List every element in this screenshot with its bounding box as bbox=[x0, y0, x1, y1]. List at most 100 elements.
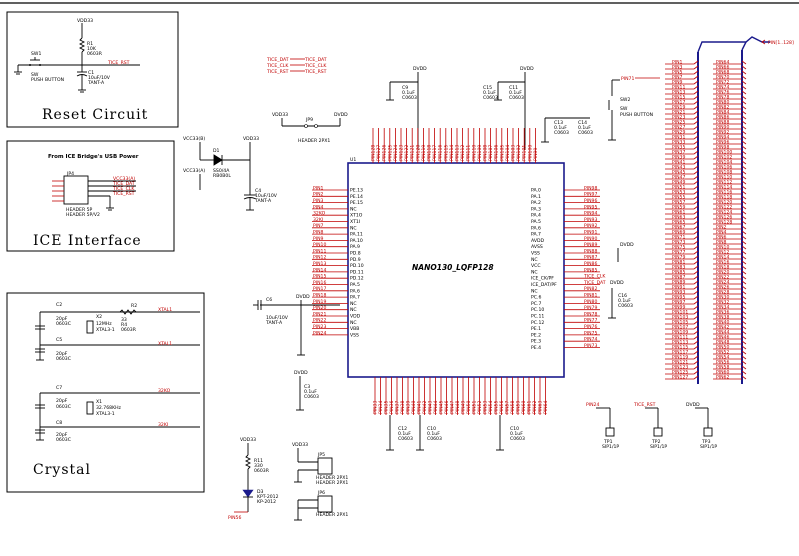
ice-power-path: VCC33(B) VCC33(A) VDD33 D1 SS0/4A RB0B0L… bbox=[183, 136, 278, 211]
conn-right-tap bbox=[741, 350, 747, 355]
conn-right-tap bbox=[741, 355, 747, 360]
chip-name: NANO130_LQFP128 bbox=[412, 263, 494, 272]
conn-left-net: PIN29 bbox=[672, 129, 685, 135]
right-pin-label: ICE_CK/PF bbox=[531, 276, 554, 282]
svg-text:SS0/4A: SS0/4A bbox=[213, 168, 230, 174]
conn-right-tap bbox=[741, 335, 747, 340]
left-pin-net: PIN8 bbox=[313, 230, 324, 236]
svg-text:PUSH BUTTON: PUSH BUTTON bbox=[31, 77, 64, 83]
svg-text:U1: U1 bbox=[350, 157, 356, 163]
left-pin-label: NC bbox=[350, 301, 357, 307]
svg-text:PIN24: PIN24 bbox=[586, 402, 599, 408]
top-pin-net: PIN121 bbox=[410, 145, 416, 161]
svg-text:12MHz: 12MHz bbox=[96, 321, 112, 327]
right-pin-label: PA.7 bbox=[531, 232, 541, 238]
conn-right-net: PIN24 bbox=[716, 279, 729, 285]
svg-text:R11: R11 bbox=[254, 458, 263, 464]
conn-left-tap bbox=[693, 260, 699, 265]
svg-text:DVDD: DVDD bbox=[294, 370, 308, 376]
top-pin-net: PIN110 bbox=[471, 145, 477, 161]
svg-text:VCC33(B): VCC33(B) bbox=[183, 136, 205, 142]
left-pin-net: PIN16 bbox=[313, 280, 326, 286]
left-pin-label: VDD bbox=[350, 314, 361, 320]
conn-left-tap bbox=[693, 225, 699, 230]
svg-text:TICE_RST: TICE_RST bbox=[266, 69, 289, 75]
svg-text:C10: C10 bbox=[510, 426, 519, 432]
conn-right-tap bbox=[741, 175, 747, 180]
conn-left-tap bbox=[693, 245, 699, 250]
conn-right-net: PIN88 bbox=[716, 119, 729, 125]
conn-left-tap bbox=[693, 285, 699, 290]
svg-text:C0603: C0603 bbox=[554, 130, 569, 136]
right-pin-net: PIN96 bbox=[584, 198, 597, 204]
bottom-pin-net: PIN48 bbox=[455, 401, 461, 414]
svg-text:TICE_RST: TICE_RST bbox=[304, 69, 327, 75]
svg-text:TP1: TP1 bbox=[603, 439, 613, 445]
svg-text:XTAL1: XTAL1 bbox=[158, 307, 172, 313]
conn-left-tap bbox=[693, 145, 699, 150]
conn-left-tap bbox=[693, 150, 699, 155]
conn-right-net: PIN10 bbox=[716, 244, 729, 250]
svg-text:TANT-A: TANT-A bbox=[265, 320, 283, 326]
right-pin-net: TICE_DAT bbox=[583, 280, 606, 286]
svg-text:0.1uF: 0.1uF bbox=[402, 90, 415, 96]
left-pin-label: PD.10 bbox=[350, 263, 364, 269]
conn-left-tap bbox=[693, 330, 699, 335]
top-pin-net: PIN116 bbox=[438, 145, 444, 161]
conn-right-tap bbox=[741, 345, 747, 350]
left-pin-label: PA.6 bbox=[350, 288, 360, 294]
right-pin-net: PIN90 bbox=[584, 236, 597, 242]
conn-right-tap bbox=[741, 330, 747, 335]
svg-text:JP5: JP5 bbox=[317, 452, 325, 458]
conn-left-tap bbox=[693, 295, 699, 300]
conn-left-tap bbox=[693, 370, 699, 375]
right-pin-label: PA.4 bbox=[531, 213, 541, 219]
svg-text:DVDD: DVDD bbox=[520, 66, 534, 72]
conn-right-net: PIN60 bbox=[716, 369, 729, 375]
nano130-chip: U1 NANO130_LQFP128 bbox=[347, 157, 565, 378]
conn-left-net: PIN39 bbox=[672, 154, 685, 160]
left-pin-label: XT1I bbox=[350, 219, 360, 225]
conn-right-tap bbox=[741, 300, 747, 305]
conn-left-tap bbox=[693, 300, 699, 305]
conn-right-tap bbox=[741, 100, 747, 105]
svg-text:VDD33: VDD33 bbox=[292, 442, 308, 448]
conn-right-net: PIN48 bbox=[716, 339, 729, 345]
conn-right-net: PIN68 bbox=[716, 69, 729, 75]
left-pin-label: PA.7 bbox=[350, 295, 360, 301]
conn-right-net: PIN28 bbox=[716, 289, 729, 295]
conn-left-tap bbox=[693, 165, 699, 170]
conn-left-net: PIN99 bbox=[672, 304, 685, 310]
svg-text:330: 330 bbox=[254, 463, 263, 469]
conn-right-net: PIN6 bbox=[716, 234, 727, 240]
svg-text:10uF/10V: 10uF/10V bbox=[266, 315, 289, 321]
conn-left-net: PIN127 bbox=[672, 374, 688, 380]
svg-text:0603R: 0603R bbox=[254, 468, 270, 474]
conn-left-tap bbox=[693, 365, 699, 370]
top-decoupling-caps: DVDD DVDD C9 0.1uF C0603 C15 0.1uF C0603… bbox=[386, 66, 593, 150]
left-pin-label: PA.10 bbox=[350, 238, 363, 244]
right-pin-net: PIN98 bbox=[584, 185, 597, 191]
conn-right-net: PIN58 bbox=[716, 364, 729, 370]
bottom-pin-net: PIN55 bbox=[494, 401, 500, 414]
conn-left-net: PIN9 bbox=[672, 79, 683, 85]
conn-right-net: PIN40 bbox=[716, 319, 729, 325]
conn-left-net: PIN13 bbox=[672, 89, 685, 95]
conn-right-net: PIN78 bbox=[716, 94, 729, 100]
bottom-pin-net: PIN35 bbox=[384, 401, 390, 414]
top-pin-net: PIN99 bbox=[533, 148, 539, 161]
top-pin-net: PIN120 bbox=[415, 145, 421, 161]
svg-text:SIP1/1P: SIP1/1P bbox=[650, 444, 667, 450]
svg-text:XTAL3-1: XTAL3-1 bbox=[96, 327, 115, 333]
conn-left-net: PIN91 bbox=[672, 284, 685, 290]
conn-right-tap bbox=[741, 195, 747, 200]
conn-right-net: PIN94 bbox=[716, 134, 729, 140]
bottom-pin-net: PIN51 bbox=[472, 401, 478, 414]
svg-text:SW: SW bbox=[31, 72, 39, 78]
conn-left-tap bbox=[693, 140, 699, 145]
conn-right-net: PIN86 bbox=[716, 114, 729, 120]
left-pin-label: VSS bbox=[350, 332, 359, 338]
conn-left-tap bbox=[693, 280, 699, 285]
conn-right-net: PIN116 bbox=[716, 189, 732, 195]
conn-left-tap bbox=[693, 75, 699, 80]
